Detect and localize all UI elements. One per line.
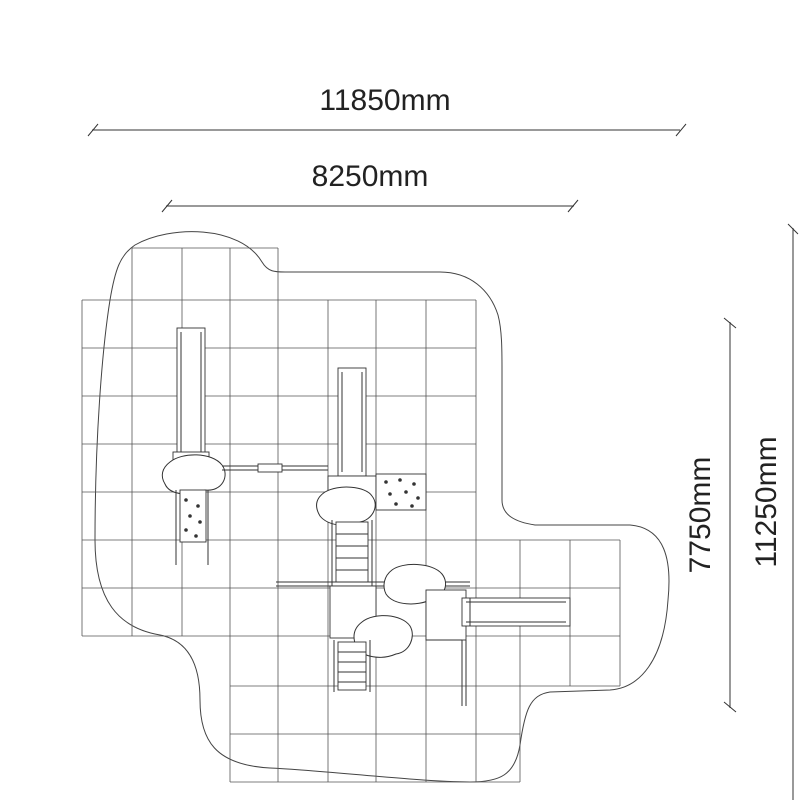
overall-depth-label: 11250mm [750, 436, 783, 567]
center-roof [316, 486, 376, 526]
equipment-width-label: 8250mm [312, 160, 429, 193]
left-roof [161, 454, 226, 495]
left-slide [172, 327, 210, 465]
dimension-overall-depth: 11250mm [750, 223, 799, 800]
overall-width-label: 11850mm [319, 84, 450, 117]
ground-grid [81, 247, 621, 783]
left-climbing-wall [175, 489, 209, 565]
right-deck [425, 589, 467, 641]
bridge-left-center [222, 463, 328, 473]
play-structure [161, 327, 571, 706]
equipment-depth-label: 7750mm [684, 457, 717, 574]
dimension-overall-width: 11850mm [87, 84, 687, 137]
center-ladder [331, 520, 373, 586]
dimension-equipment-depth: 7750mm [684, 317, 737, 713]
right-slide [461, 597, 571, 627]
center-slide [337, 367, 367, 477]
dimension-equipment-width: 8250mm [161, 160, 579, 213]
right-climbing-panel [375, 473, 427, 511]
lower-ladder [333, 640, 371, 692]
lower-roof [353, 615, 413, 658]
